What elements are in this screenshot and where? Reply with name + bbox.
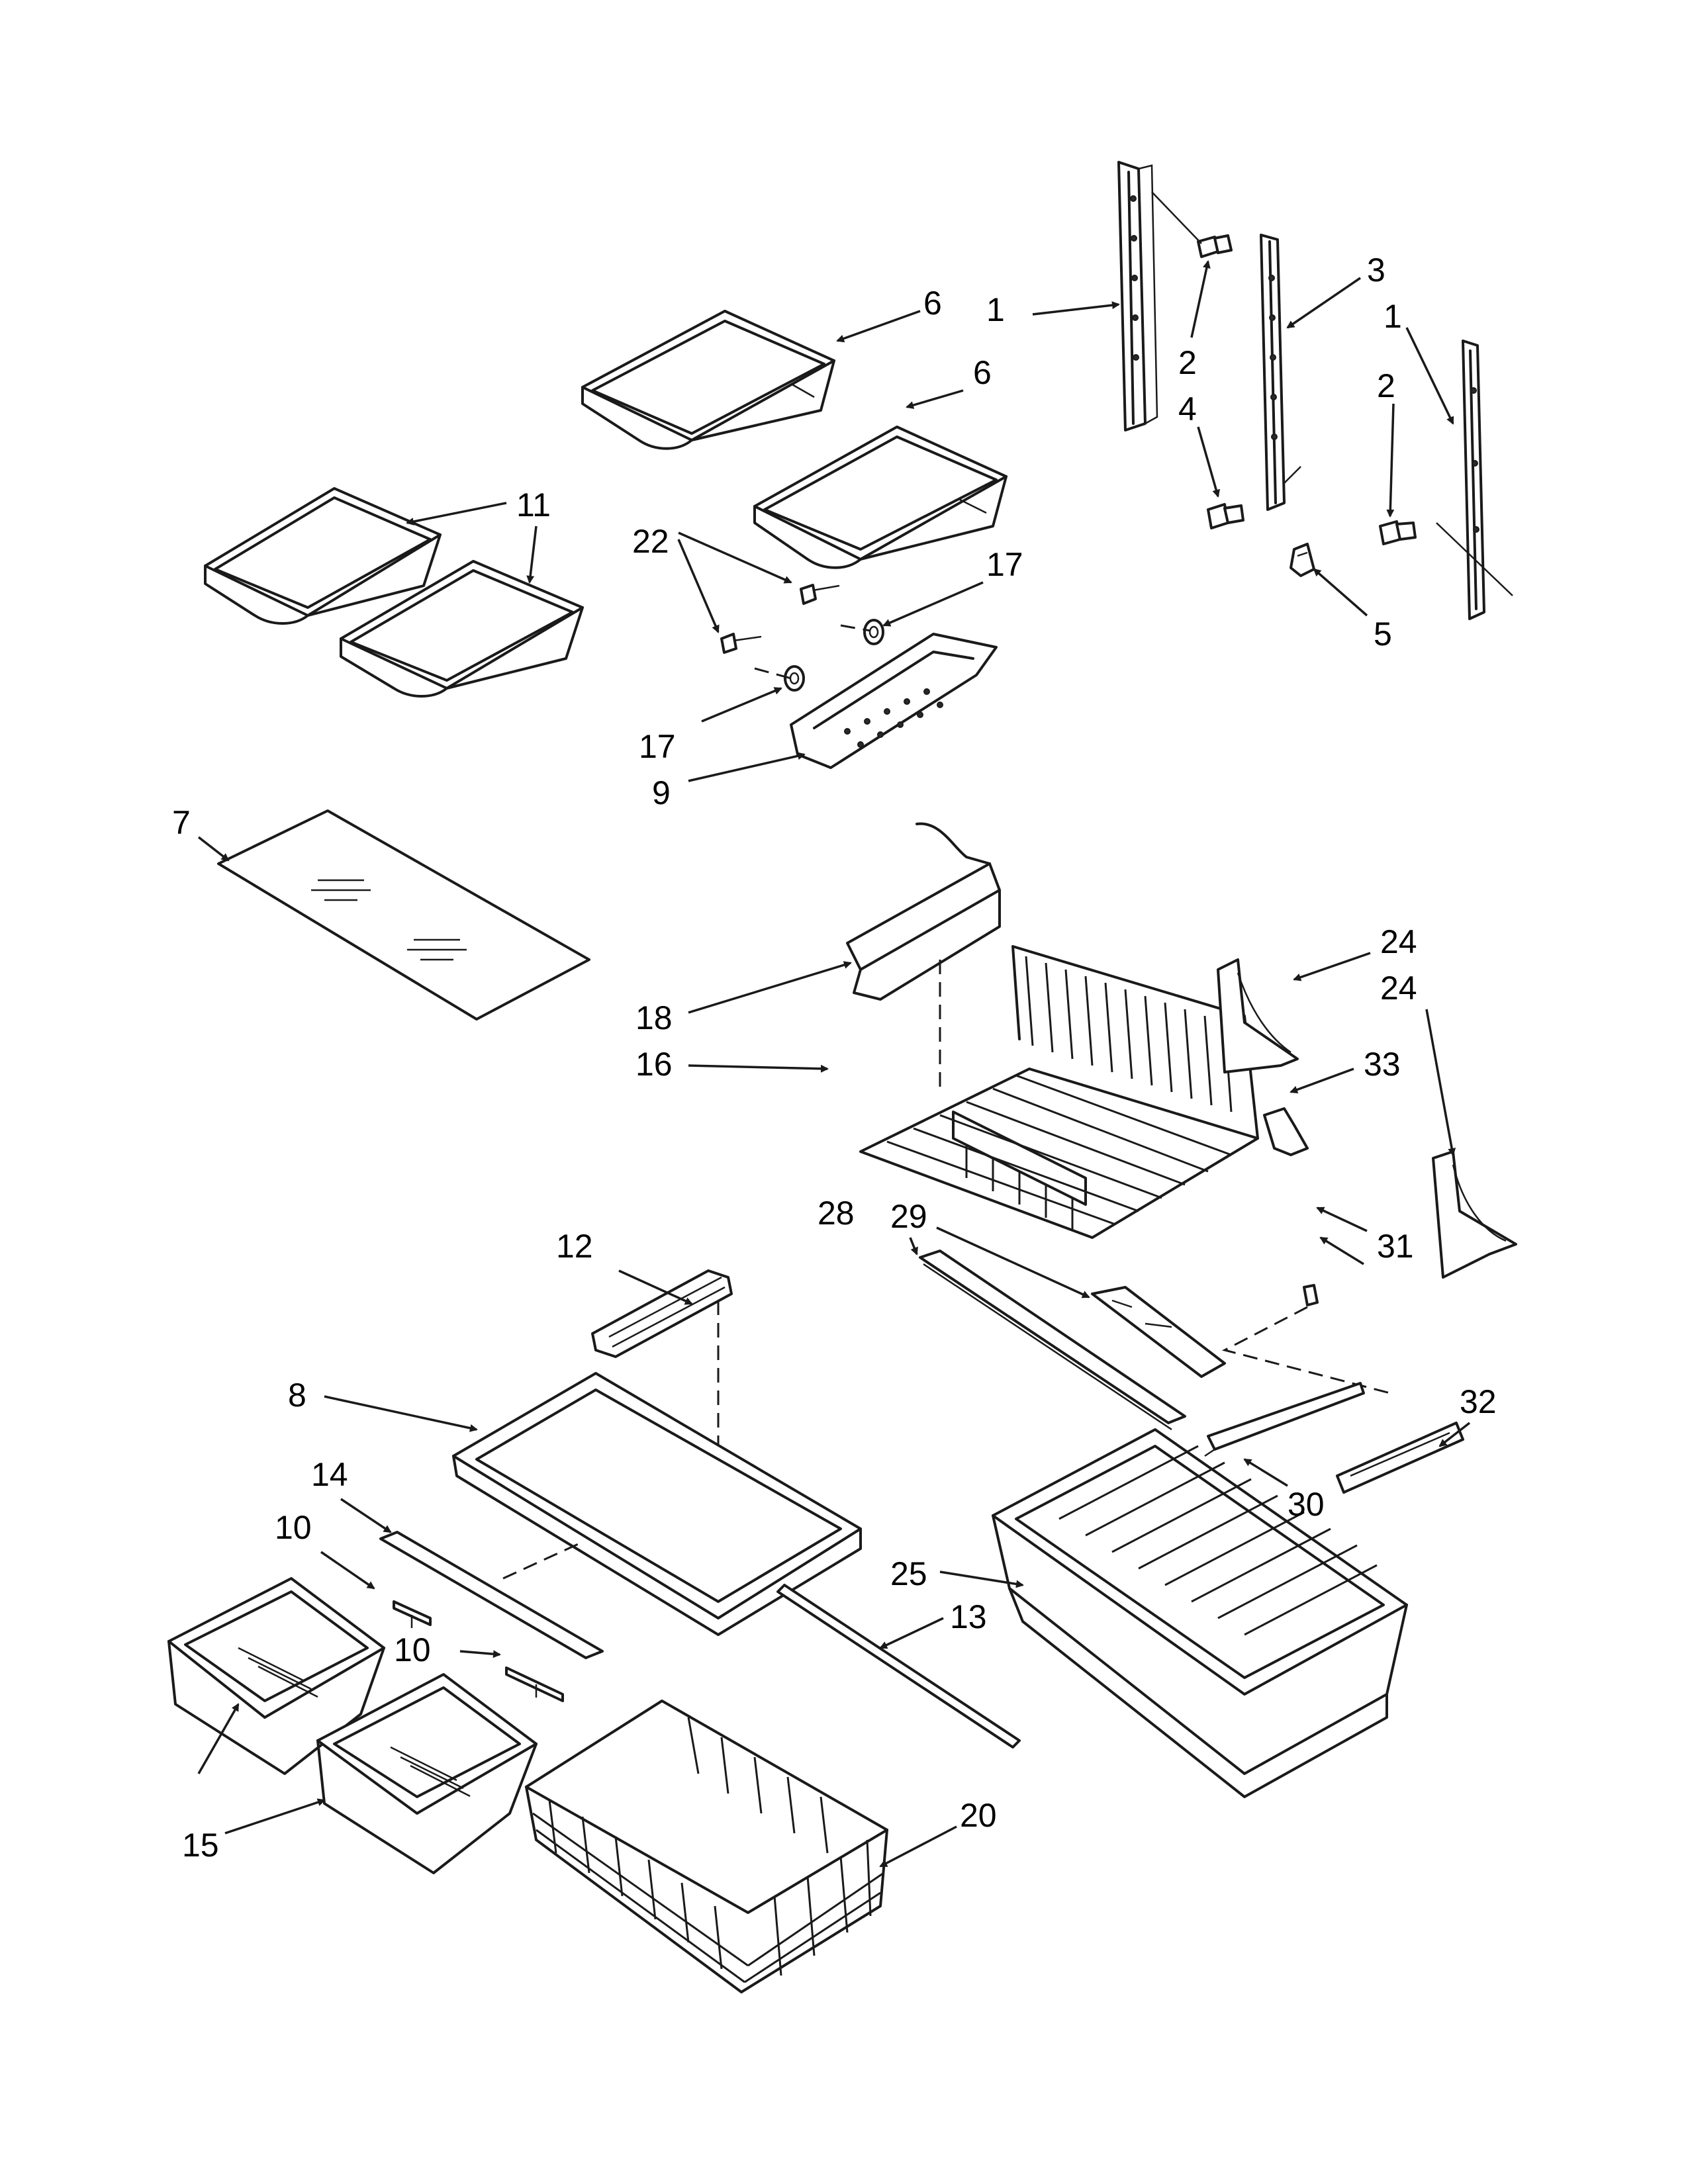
cap-17-a (863, 619, 884, 645)
callout-6-lower: 6 (973, 354, 992, 391)
screw-22-a (800, 584, 840, 605)
screw-right (1379, 520, 1417, 545)
callout-33: 33 (1364, 1046, 1401, 1083)
callout-7: 7 (172, 804, 191, 841)
callout-30: 30 (1288, 1486, 1325, 1523)
callout-11: 11 (516, 486, 551, 523)
cover-29 (1091, 1286, 1226, 1378)
callout-16: 16 (635, 1046, 673, 1083)
callout-4: 4 (1178, 390, 1197, 428)
callout-22: 22 (632, 523, 669, 560)
callout-17-upper: 17 (986, 546, 1023, 583)
screw-22-b (720, 633, 762, 654)
wire-basket-20 (525, 1700, 888, 1993)
bin-15-left (167, 1577, 385, 1775)
clip-31 (1303, 1284, 1319, 1306)
callout-5: 5 (1374, 615, 1392, 653)
drawer-25 (992, 1428, 1408, 1798)
callout-29: 29 (890, 1198, 927, 1235)
rod-13 (776, 1584, 1021, 1749)
cap-17-b (784, 665, 805, 692)
callout-17-lower: 17 (639, 728, 676, 765)
trim-28 (919, 1250, 1186, 1431)
shelf-6-lower (753, 426, 1008, 569)
callout-31: 31 (1377, 1228, 1414, 1265)
shelf-rail-center (1260, 234, 1301, 511)
callout-13: 13 (950, 1598, 987, 1635)
callout-1-left: 1 (986, 291, 1005, 328)
glass-shelf-7 (217, 809, 590, 1021)
shelf-rail-left (1117, 161, 1158, 432)
shelf-6-upper (581, 310, 835, 450)
slide-32 (1336, 1422, 1464, 1494)
clip-10-a (393, 1600, 432, 1628)
screw-upper (1151, 191, 1233, 258)
bracket-33 (1263, 1107, 1309, 1156)
wire-shelf-16 (859, 945, 1259, 1239)
callout-2-upper: 2 (1178, 344, 1197, 381)
deli-pan-9 (790, 633, 998, 769)
shelf-rail-right (1436, 340, 1513, 620)
callout-18: 18 (635, 999, 673, 1036)
callout-1-right: 1 (1383, 298, 1402, 335)
bracket-24-upper (1217, 958, 1299, 1073)
callout-8: 8 (288, 1377, 306, 1414)
callout-14: 14 (311, 1456, 348, 1493)
callout-28: 28 (818, 1195, 855, 1232)
leader-lines (197, 260, 1471, 1868)
callout-10-lower: 10 (394, 1631, 431, 1668)
bracket-5 (1289, 543, 1315, 577)
callout-3: 3 (1367, 251, 1385, 289)
divider-18 (846, 822, 1001, 1001)
clip-10-b (505, 1666, 564, 1702)
callout-6-upper: 6 (923, 285, 942, 322)
bin-15-right (316, 1673, 538, 1874)
callout-12: 12 (556, 1228, 593, 1265)
callout-10-upper: 10 (275, 1509, 312, 1546)
slide-30 (1204, 1382, 1365, 1457)
callout-9: 9 (652, 774, 671, 811)
callout-2-right: 2 (1377, 367, 1395, 404)
shelf-11-left (204, 487, 442, 625)
callout-24-upper: 24 (1380, 923, 1417, 960)
rail-14 (379, 1531, 604, 1659)
shelf-11-right (340, 560, 584, 698)
callout-20: 20 (960, 1797, 997, 1834)
slide-12 (591, 1269, 733, 1358)
tray-8 (452, 1372, 862, 1636)
screw-lower (1207, 503, 1244, 529)
bracket-24-lower (1432, 1150, 1517, 1279)
callout-25: 25 (890, 1555, 927, 1592)
callout-32: 32 (1460, 1383, 1497, 1420)
callout-15: 15 (182, 1827, 219, 1864)
callout-24-lower: 24 (1380, 970, 1417, 1007)
